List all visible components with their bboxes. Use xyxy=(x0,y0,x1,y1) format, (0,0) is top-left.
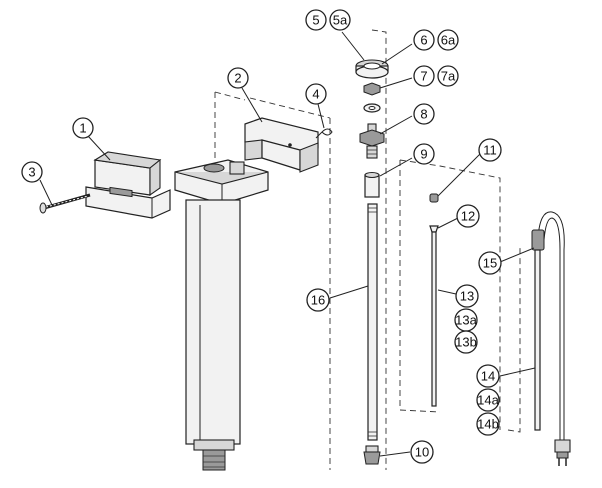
part-ring-nut xyxy=(355,59,389,79)
callout-group: 1 2 3 4 5 5a 6 6a 7 7a 8 9 10 11 12 13 1… xyxy=(21,9,502,464)
svg-text:5: 5 xyxy=(312,13,319,28)
part-cord-assembly xyxy=(531,211,571,466)
part-bottom-cap xyxy=(363,445,381,465)
leader-2 xyxy=(241,87,263,123)
callout-8: 8 xyxy=(413,103,435,125)
callout-6: 6 xyxy=(413,29,435,51)
callout-14a: 14a xyxy=(476,388,500,412)
svg-text:16: 16 xyxy=(311,293,325,308)
leader-4 xyxy=(317,103,325,129)
callout-16: 16 xyxy=(306,288,330,312)
svg-text:14a: 14a xyxy=(477,393,499,408)
callout-4: 4 xyxy=(305,83,327,105)
callout-13a: 13a xyxy=(454,308,478,332)
leader-1 xyxy=(87,135,111,161)
svg-text:7: 7 xyxy=(420,69,427,84)
leader-16 xyxy=(329,285,369,299)
svg-text:6a: 6a xyxy=(441,33,456,48)
guide-line-housing-top xyxy=(214,91,246,101)
part-cover-block xyxy=(85,151,171,219)
svg-text:8: 8 xyxy=(420,107,427,122)
leader-13 xyxy=(437,289,457,295)
callout-2: 2 xyxy=(227,67,249,89)
leader-14 xyxy=(499,367,536,377)
leader-10 xyxy=(379,451,411,457)
svg-text:13a: 13a xyxy=(455,313,477,328)
svg-text:13: 13 xyxy=(460,289,474,304)
svg-text:4: 4 xyxy=(312,87,319,102)
leader-7 xyxy=(379,77,413,89)
svg-text:13b: 13b xyxy=(455,335,477,350)
svg-text:14: 14 xyxy=(481,369,495,384)
svg-text:15: 15 xyxy=(483,256,497,271)
callout-12: 12 xyxy=(456,204,480,228)
callout-5: 5 xyxy=(305,9,327,31)
leader-11 xyxy=(437,153,481,197)
svg-text:2: 2 xyxy=(234,71,241,86)
svg-text:14b: 14b xyxy=(477,417,499,432)
part-bracket xyxy=(244,117,319,173)
leader-5 xyxy=(341,31,365,61)
part-nut xyxy=(363,82,381,96)
leader-12 xyxy=(437,217,459,229)
part-washer xyxy=(363,103,381,113)
part-clip xyxy=(315,128,333,139)
callout-1: 1 xyxy=(72,117,94,139)
callout-14: 14 xyxy=(476,364,500,388)
part-sleeve xyxy=(364,171,380,198)
part-fitting xyxy=(359,123,385,159)
leader-15 xyxy=(499,247,535,263)
svg-text:6: 6 xyxy=(420,33,427,48)
callout-5a: 5a xyxy=(329,9,351,31)
callout-9: 9 xyxy=(413,143,435,165)
callout-14b: 14b xyxy=(476,412,500,436)
guide-line-rod-frame-left xyxy=(399,160,441,413)
svg-text:1: 1 xyxy=(79,121,86,136)
svg-text:12: 12 xyxy=(461,209,475,224)
part-screw xyxy=(39,193,91,214)
callout-3: 3 xyxy=(21,161,43,183)
leader-8 xyxy=(379,115,413,135)
callout-7a: 7a xyxy=(437,65,459,87)
callout-6a: 6a xyxy=(437,29,459,51)
svg-text:5a: 5a xyxy=(333,13,348,28)
part-thin-rod xyxy=(429,193,439,407)
svg-text:10: 10 xyxy=(415,445,429,460)
callout-13: 13 xyxy=(455,284,479,308)
leader-9 xyxy=(379,157,413,177)
part-long-tube xyxy=(367,203,378,441)
leader-lines xyxy=(39,31,536,457)
part-main-housing xyxy=(174,159,269,471)
svg-text:7a: 7a xyxy=(441,69,456,84)
guide-line-cord-frame xyxy=(507,246,521,433)
guide-line-center-column xyxy=(371,29,387,470)
svg-text:3: 3 xyxy=(28,165,35,180)
callout-13b: 13b xyxy=(454,330,478,354)
leader-3 xyxy=(39,179,53,206)
leader-6 xyxy=(381,43,413,65)
svg-text:11: 11 xyxy=(483,143,497,158)
guide-line-bracket-top xyxy=(249,97,331,119)
callout-15: 15 xyxy=(478,251,502,275)
callout-10: 10 xyxy=(410,440,434,464)
callout-7: 7 xyxy=(413,65,435,87)
callout-11: 11 xyxy=(478,138,502,162)
svg-text:9: 9 xyxy=(420,147,427,162)
